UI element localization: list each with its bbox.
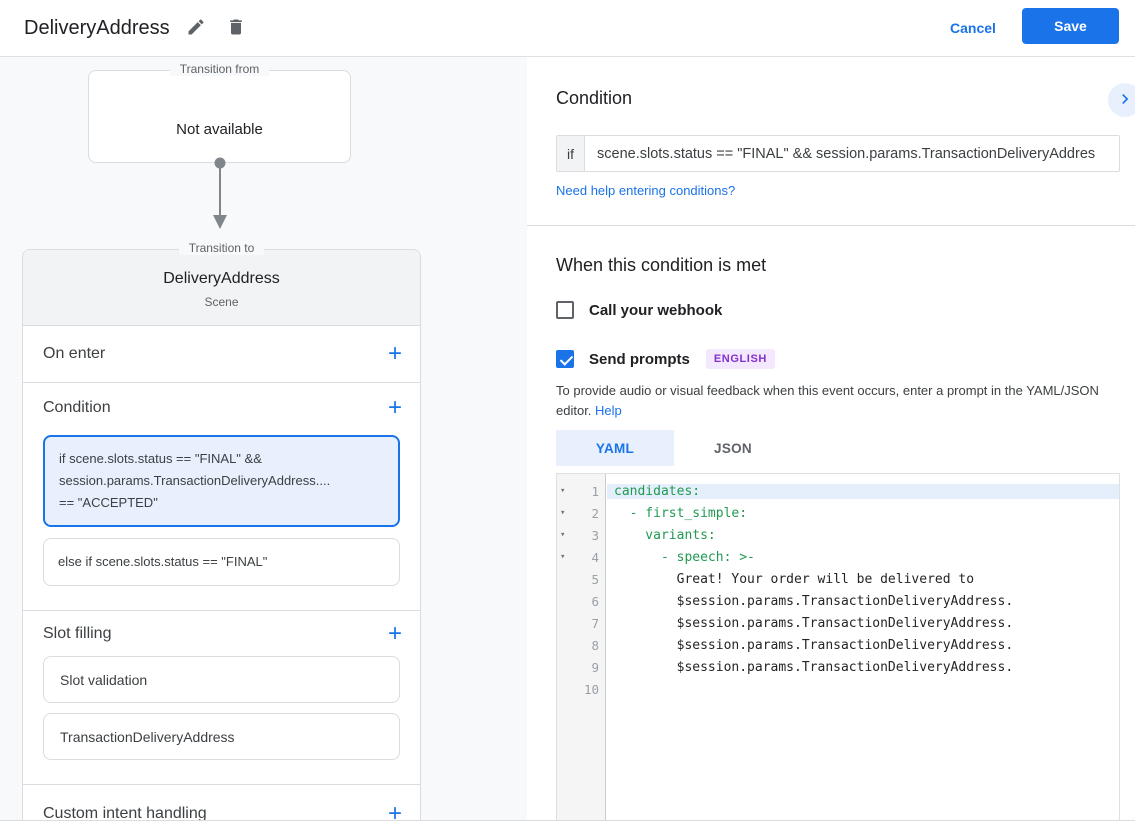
editor-line: 8 $session.params.TransactionDeliveryAdd… (557, 634, 1119, 656)
editor-line: 1 candidates: (557, 480, 1119, 502)
on-enter-label: On enter (43, 345, 106, 362)
send-prompts-row: Send prompts ENGLISH (556, 349, 775, 369)
bottom-scroll-strip[interactable] (0, 820, 1135, 827)
condition-line: session.params.TransactionDeliveryAddres… (59, 473, 331, 488)
condition-card-selected[interactable]: if scene.slots.status == "FINAL" && sess… (43, 435, 400, 527)
transition-from-value: Not available (176, 121, 263, 138)
scene-flow-panel: Transition from Not available Transition… (0, 57, 527, 827)
editor-line: 5 Great! Your order will be delivered to (557, 568, 1119, 590)
triangle-down-icon[interactable] (560, 530, 565, 540)
condition-editor-panel: Condition if scene.slots.status == "FINA… (527, 57, 1135, 820)
scene-name: DeliveryAddress (163, 270, 280, 287)
slot-filling-label: Slot filling (43, 624, 112, 642)
send-prompts-label: Send prompts (589, 350, 690, 368)
scene-card-header: DeliveryAddress Scene (23, 250, 420, 326)
line-number: 3 (591, 527, 599, 543)
line-number: 10 (583, 681, 599, 697)
tab-yaml[interactable]: YAML (556, 430, 674, 466)
line-number: 9 (591, 659, 599, 675)
page-title: DeliveryAddress (24, 16, 170, 39)
custom-intent-section: Custom intent handling + (23, 785, 420, 834)
language-badge: ENGLISH (705, 349, 775, 369)
line-number: 8 (591, 637, 599, 653)
if-prefix-label: if (557, 136, 585, 171)
on-enter-section: On enter + (23, 326, 420, 383)
tab-json[interactable]: JSON (714, 440, 752, 456)
add-condition-button[interactable]: + (387, 394, 402, 421)
condition-help-link[interactable]: Need help entering conditions? (556, 183, 736, 198)
condition-section: Condition + if scene.slots.status == "FI… (23, 383, 420, 611)
condition-expression-row: if scene.slots.status == "FINAL" && sess… (556, 135, 1120, 172)
send-prompts-checkbox[interactable] (556, 350, 574, 368)
condition-line: else if scene.slots.status == "FINAL" (58, 554, 268, 569)
add-custom-intent-button[interactable]: + (387, 799, 402, 827)
editor-line: 9 $session.params.TransactionDeliveryAdd… (557, 656, 1119, 678)
code-text: - first_simple: (614, 505, 748, 521)
yaml-code-editor[interactable]: 1 candidates: 2 - first_simple: 3 varian… (556, 473, 1120, 820)
code-text: - speech: >- (614, 549, 755, 565)
custom-intent-label: Custom intent handling (43, 804, 207, 822)
save-button[interactable]: Save (1022, 8, 1119, 44)
code-text: $session.params.TransactionDeliveryAddre… (614, 615, 1014, 631)
condition-line: if scene.slots.status == "FINAL" && (59, 451, 262, 466)
condition-line: == "ACCEPTED" (59, 495, 158, 510)
condition-card[interactable]: else if scene.slots.status == "FINAL" (43, 538, 400, 586)
section-divider (527, 225, 1135, 226)
triangle-down-icon[interactable] (560, 486, 565, 496)
call-webhook-checkbox[interactable] (556, 301, 574, 319)
transition-to-card: Transition to DeliveryAddress Scene On e… (22, 241, 421, 827)
slot-validation-card[interactable]: Slot validation (43, 656, 400, 703)
cancel-button[interactable]: Cancel (936, 10, 1010, 46)
webhook-row: Call your webhook (556, 301, 722, 319)
line-number: 4 (591, 549, 599, 565)
condition-panel-title: Condition (556, 88, 633, 108)
editor-line: 3 variants: (557, 524, 1119, 546)
code-text: Great! Your order will be delivered to (614, 571, 975, 587)
collapse-panel-button[interactable] (1108, 83, 1135, 117)
add-slot-button[interactable]: + (387, 619, 402, 647)
edit-scene-button[interactable] (184, 16, 208, 40)
condition-input[interactable]: scene.slots.status == "FINAL" && session… (597, 145, 1096, 162)
chevron-right-icon (1115, 89, 1135, 112)
line-number: 7 (591, 615, 599, 631)
transition-to-label: Transition to (178, 241, 265, 255)
delete-scene-button[interactable] (224, 16, 248, 40)
top-bar: DeliveryAddress Cancel Save (0, 0, 1135, 57)
prompt-hint-text: To provide audio or visual feedback when… (556, 381, 1116, 421)
editor-line: 7 $session.params.TransactionDeliveryAdd… (557, 612, 1119, 634)
code-text: candidates: (607, 483, 1119, 499)
arrow-down-connector (213, 157, 227, 229)
call-webhook-label: Call your webhook (589, 301, 723, 319)
line-number: 2 (591, 505, 599, 521)
format-tabs: YAML JSON (556, 430, 792, 466)
transition-from-label: Transition from (169, 62, 270, 76)
editor-line: 10 (557, 678, 1119, 700)
triangle-down-icon[interactable] (560, 552, 565, 562)
code-text: variants: (614, 527, 716, 543)
code-text: $session.params.TransactionDeliveryAddre… (614, 659, 1014, 675)
line-number: 5 (591, 571, 599, 587)
editor-line: 2 - first_simple: (557, 502, 1119, 524)
transition-from-box: Transition from Not available (88, 62, 351, 163)
code-text: $session.params.TransactionDeliveryAddre… (614, 637, 1014, 653)
line-number: 6 (591, 593, 599, 609)
slot-transaction-card[interactable]: TransactionDeliveryAddress (43, 713, 400, 760)
line-number: 1 (591, 483, 599, 499)
code-text: $session.params.TransactionDeliveryAddre… (614, 593, 1014, 609)
editor-line: 4 - speech: >- (557, 546, 1119, 568)
hint-text: To provide audio or visual feedback when… (556, 383, 1099, 418)
hint-help-link[interactable]: Help (595, 403, 622, 418)
triangle-down-icon[interactable] (560, 508, 565, 518)
slot-filling-section: Slot filling + Slot validation Transacti… (23, 611, 420, 785)
editor-line: 6 $session.params.TransactionDeliveryAdd… (557, 590, 1119, 612)
condition-section-label: Condition (43, 399, 111, 416)
trash-icon (226, 17, 246, 40)
when-met-title: When this condition is met (556, 255, 767, 275)
pencil-icon (186, 17, 206, 40)
scene-type: Scene (204, 295, 239, 309)
add-on-enter-button[interactable]: + (387, 340, 402, 367)
